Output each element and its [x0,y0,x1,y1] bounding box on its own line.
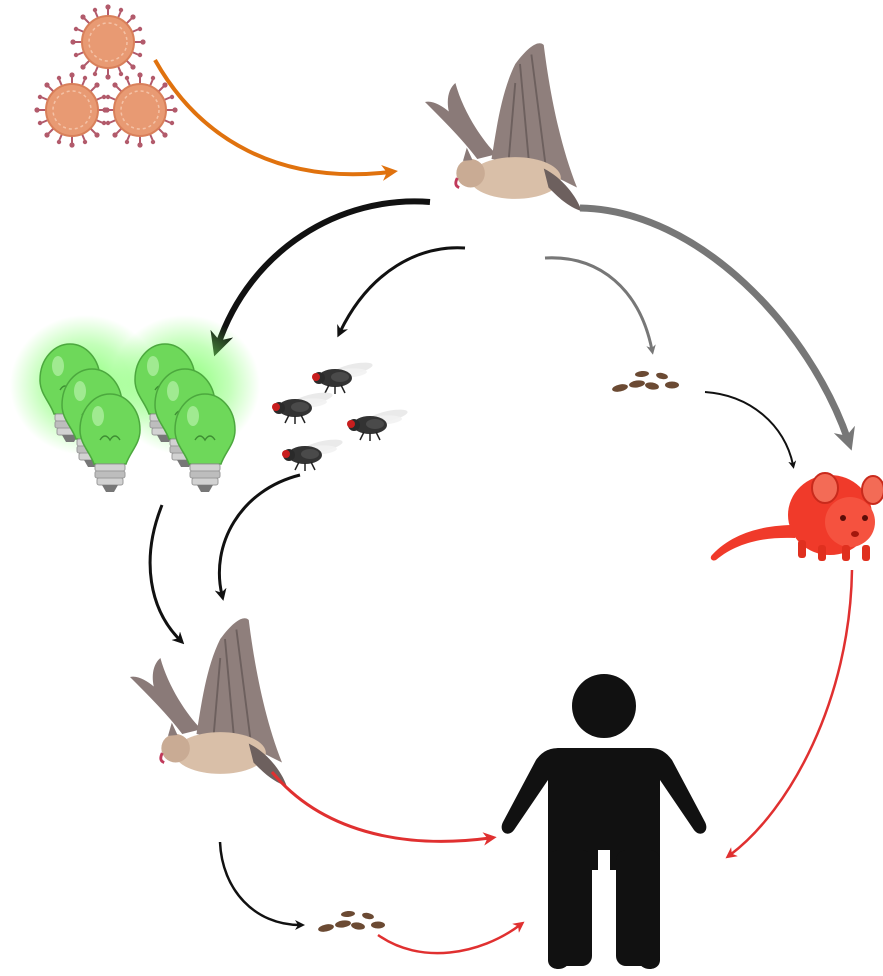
human-icon [502,674,707,969]
bat-bottom-icon [130,618,287,786]
bat-top-icon [425,43,582,211]
arrow-insects-to-bat [219,475,300,595]
insects-icon [272,360,409,471]
arrow-bat-to-human [272,772,490,841]
arrow-bat-to-guano-bottom [220,842,300,925]
light-bulbs-icon [10,315,260,492]
arrow-lights-to-bat [150,505,180,640]
arrow-guano-to-rodent [705,392,793,465]
rodent-icon [711,473,883,561]
guano-top-icon [611,370,679,393]
guano-bottom-icon [317,910,385,933]
arrow-rodent-to-human [730,570,852,855]
virus-icon [34,4,177,147]
arrow-bat-to-insects [340,248,465,332]
arrow-bat-to-guano [545,258,652,350]
arrow-bat-to-rodent [580,208,848,440]
arrow-bat-to-lights [218,201,430,345]
arrow-virus-to-bat [155,60,390,174]
arrow-guano-to-human [378,925,520,953]
